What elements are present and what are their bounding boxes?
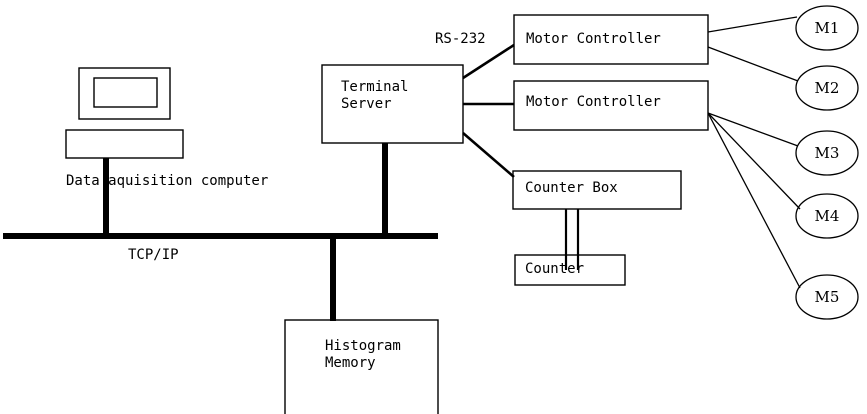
terminal-server-label-line1: Terminal (341, 79, 409, 95)
motor-m2-ellipse (795, 65, 859, 111)
rs232-link-label: RS-232 (435, 31, 486, 47)
motor-m2-label: M2 (814, 79, 840, 97)
motor-controller-1-rect (513, 14, 709, 65)
counter-box-label: Counter Box (525, 180, 618, 196)
link-mc2-to-m4 (707, 112, 801, 210)
motor-m4-label: M4 (814, 207, 840, 225)
terminal-server-rect (321, 64, 464, 144)
link-terminalserver-to-mc1 (462, 43, 515, 80)
counter-rect (514, 254, 626, 286)
motor-m3-label: M3 (814, 144, 840, 162)
link-mc1-to-m1 (707, 16, 798, 33)
motor-m5-ellipse (795, 274, 859, 320)
counter-label: Counter (525, 261, 585, 277)
terminal-server-label-line2: Server (341, 96, 392, 112)
link-mc2-to-m5 (707, 112, 801, 289)
histogram-memory-label-line1: Histogram (325, 338, 401, 354)
counter-box-rect (512, 170, 682, 210)
motor-m1-label: M1 (814, 19, 840, 37)
tcpip-bus-label: TCP/IP (128, 247, 179, 263)
link-mc2-to-m3 (707, 112, 799, 147)
motor-m5-label: M5 (814, 288, 840, 306)
computer-base-rect (65, 129, 184, 159)
histogram-memory-label-line2: Memory (325, 355, 376, 371)
motor-m1-ellipse (795, 5, 859, 51)
motor-controller-2-rect (513, 80, 709, 131)
monitor-screen-rect (93, 77, 158, 108)
motor-controller-1-label: Motor Controller (526, 31, 661, 47)
link-terminalserver-to-counterbox (462, 132, 515, 178)
histogram-memory-rect (284, 319, 439, 414)
motor-m4-ellipse (795, 193, 859, 239)
link-mc1-to-m2 (707, 46, 799, 82)
data-acquisition-computer-caption: Data aquisition computer (66, 173, 269, 189)
motor-controller-2-label: Motor Controller (526, 94, 661, 110)
motor-m3-ellipse (795, 130, 859, 176)
